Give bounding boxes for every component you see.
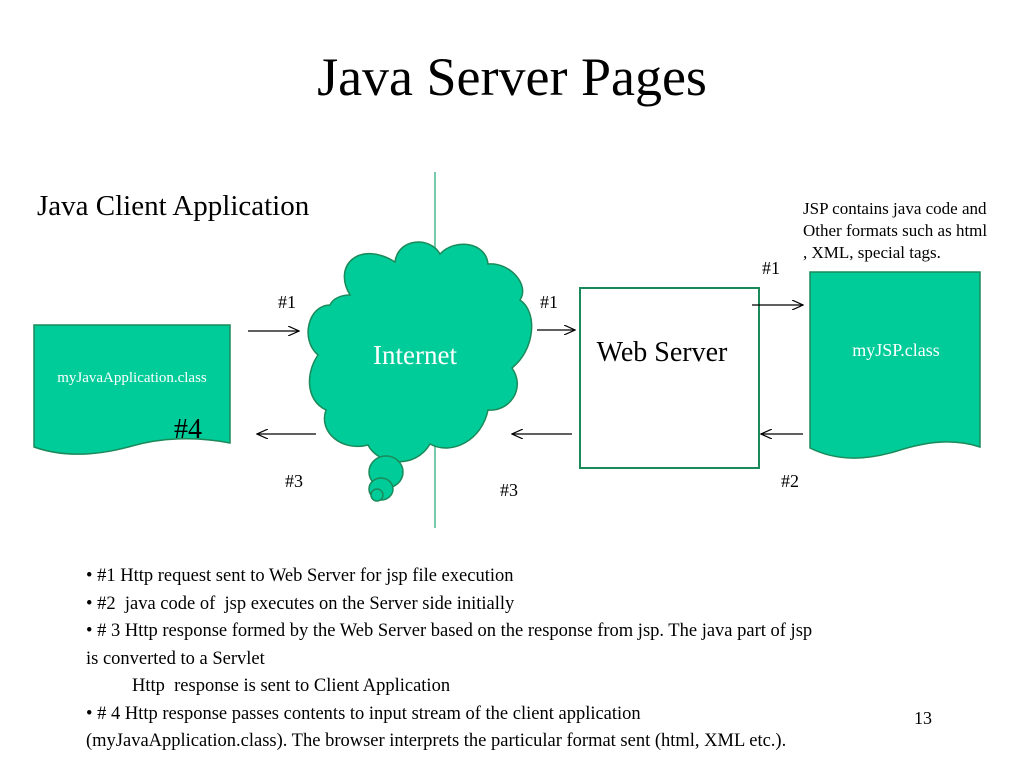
jsp-document-label: myJSP.class <box>852 340 940 360</box>
jsp-note: JSP contains java code and Other formats… <box>803 198 1023 264</box>
client-application-heading: Java Client Application <box>37 190 310 222</box>
note-line-4: is converted to a Servlet <box>86 648 265 669</box>
arrow-label-server-to-internet: #3 <box>500 480 518 500</box>
arrow-label-internet-to-server: #1 <box>540 292 558 312</box>
client-document-label: myJavaApplication.class <box>57 370 207 386</box>
note-line-7: (myJavaApplication.class). The browser i… <box>86 731 787 751</box>
note-line-2: • #2 java code of jsp executes on the Se… <box>86 593 515 614</box>
jsp-note-line: Other formats such as html <box>803 221 988 240</box>
jsp-note-line: , XML, special tags. <box>803 243 941 262</box>
client-document-shape: myJavaApplication.class #4 <box>33 324 231 455</box>
web-server-box <box>579 287 760 469</box>
client-step-label: #4 <box>174 414 202 445</box>
slide-title: Java Server Pages <box>317 47 707 107</box>
arrow-label-server-to-jsp: #1 <box>762 258 780 278</box>
internet-label: Internet <box>373 340 457 370</box>
arrow-label-internet-to-client: #3 <box>285 471 303 491</box>
step-notes: • #1 Http request sent to Web Server for… <box>86 563 996 756</box>
note-line-6: • # 4 Http response passes contents to i… <box>86 703 641 724</box>
internet-cloud <box>307 241 533 502</box>
note-line-3: • # 3 Http response formed by the Web Se… <box>86 621 813 641</box>
web-server-label: Web Server <box>597 337 728 368</box>
page-number: 13 <box>914 708 932 728</box>
arrow-label-client-to-internet: #1 <box>278 292 296 312</box>
jsp-note-line: JSP contains java code and <box>803 199 987 218</box>
note-line-1: • #1 Http request sent to Web Server for… <box>86 566 514 586</box>
jsp-document-shape: myJSP.class <box>809 271 981 459</box>
arrow-label-jsp-to-server: #2 <box>781 471 799 491</box>
note-line-5: Http response is sent to Client Applicat… <box>132 676 451 696</box>
